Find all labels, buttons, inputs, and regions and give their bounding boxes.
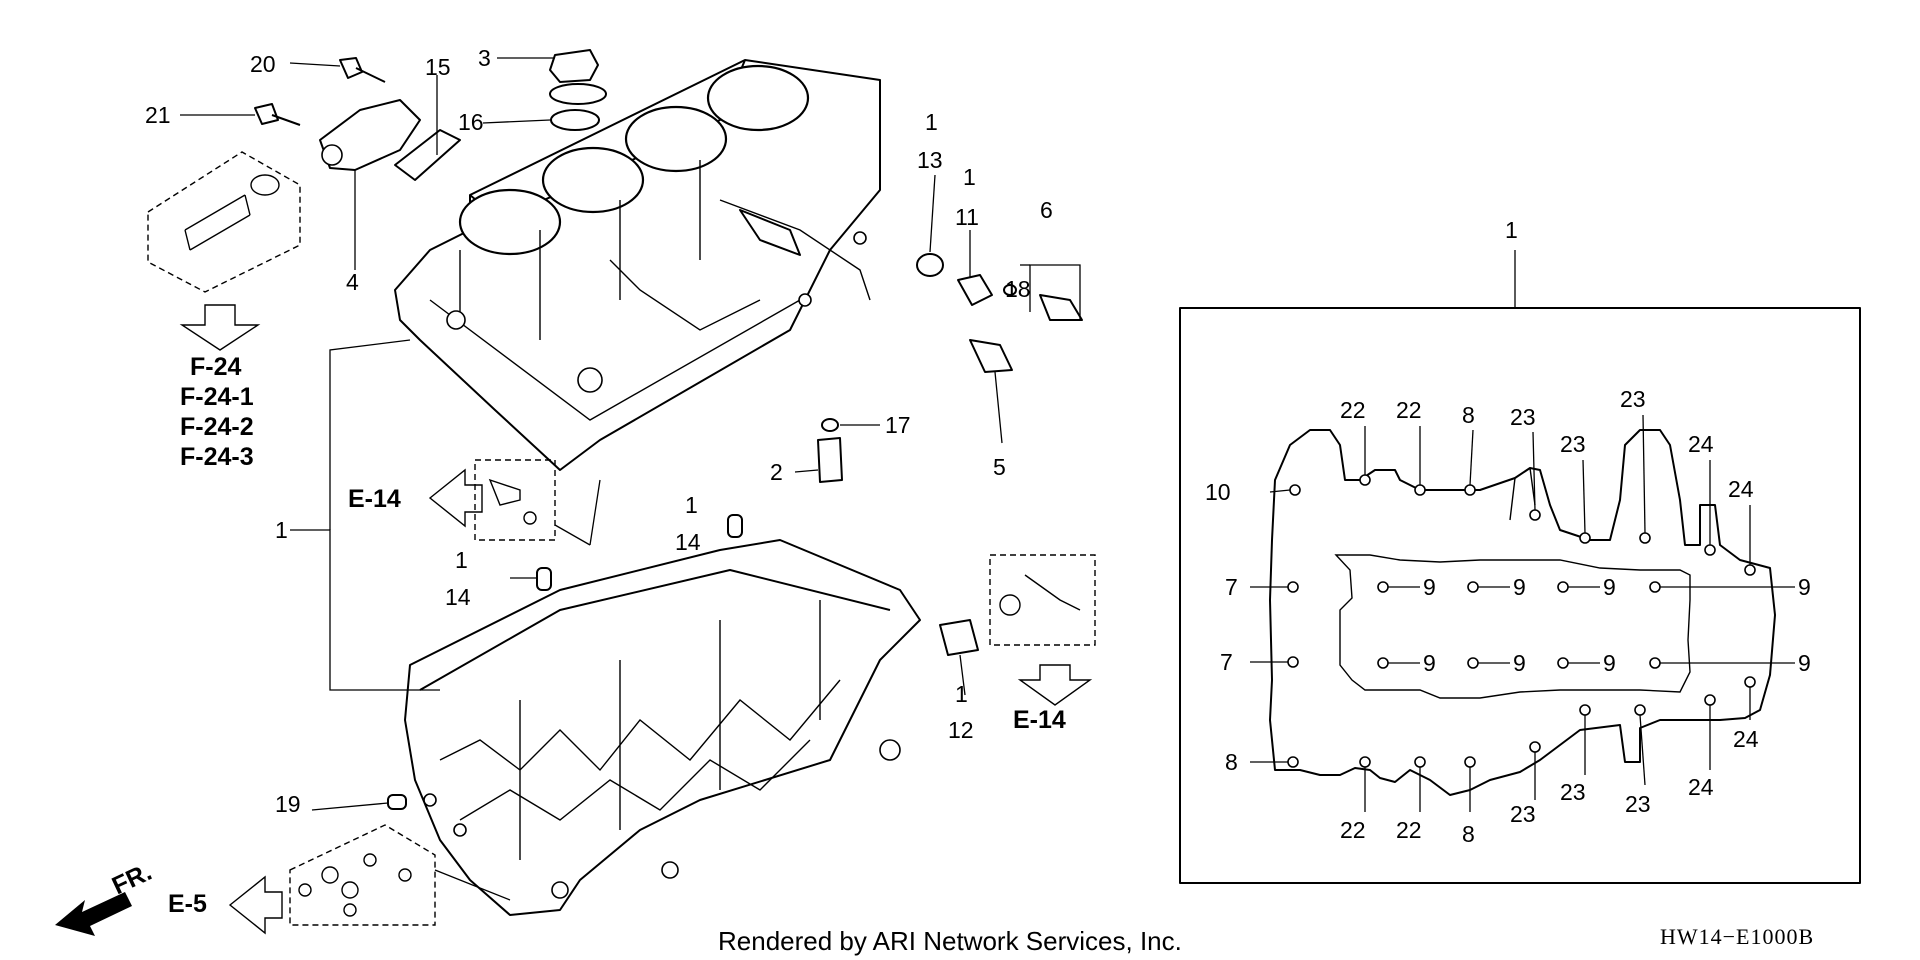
gasket-label-24-bot-b: 24 [1733,726,1759,752]
callout-6: 6 [1040,197,1053,223]
cylinder-block [394,59,881,471]
gasket-labels: 22 22 8 23 23 23 24 24 10 7 7 8 9 9 9 9 … [1205,386,1811,847]
gasket-label-22-top-a: 22 [1340,397,1366,423]
callout-16: 16 [458,109,484,135]
callout-11: 11 [955,204,979,230]
gasket-label-23-bot-c: 23 [1625,791,1651,817]
gasket-label-9-r1-b: 9 [1513,574,1526,600]
gasket-label-24-top-a: 24 [1688,431,1714,457]
callout-2: 2 [770,459,783,485]
gasket-label-24-bot-a: 24 [1688,774,1714,800]
gasket-bolt-holes [1287,474,1756,768]
arrow-left-e14-icon [428,468,483,528]
direction-arrows [55,304,1093,936]
lower-crankcase [404,539,921,916]
ref-e14-left: E-14 [348,485,401,513]
gasket-panel-frame [1179,307,1861,884]
gasket-label-22-bot-a: 22 [1340,817,1366,843]
callout-4: 4 [346,269,359,295]
reference-codes: F-24 F-24-1 F-24-2 F-24-3 E-14 E-14 E-5 … [108,353,1066,918]
rendered-by-credit: Rendered by ARI Network Services, Inc. [718,926,1182,956]
gasket-label-8-top: 8 [1462,402,1475,428]
gasket-label-10: 10 [1205,479,1231,505]
arrow-down-f24-icon [179,304,261,351]
gasket-label-9-r2-a: 9 [1423,650,1436,676]
arrow-left-e5-icon [228,875,283,935]
callout-14-a: 14 [675,529,701,555]
ref-e5: E-5 [168,890,207,918]
ref-f24-3: F-24-3 [180,443,254,471]
callout-21: 21 [145,102,171,128]
gasket-label-8-left: 8 [1225,749,1238,775]
callout-18: 18 [1005,276,1031,302]
gasket-label-7-a: 7 [1225,574,1238,600]
callout-12: 12 [948,717,974,743]
callout-5: 5 [993,454,1006,480]
callout-20: 20 [250,51,276,77]
callout-1-b: 1 [963,164,976,190]
gasket-label-23-bot-a: 23 [1510,801,1536,827]
ref-f24-1: F-24-1 [180,383,254,411]
gasket-outline [1269,429,1776,796]
ref-f24-2: F-24-2 [180,413,254,441]
callout-15: 15 [425,54,451,80]
gasket-label-23-top-c: 23 [1620,386,1646,412]
callout-1-e: 1 [955,681,968,707]
gasket-label-22-bot-b: 22 [1396,817,1422,843]
gasket-label-23-bot-b: 23 [1560,779,1586,805]
callout-19: 19 [275,791,301,817]
callout-3: 3 [478,45,491,71]
callouts: 20 21 3 15 16 4 1 13 1 11 6 18 5 17 2 1 … [145,45,1518,817]
gasket-label-24-top-b: 24 [1728,476,1754,502]
gasket-label-8-bot: 8 [1462,821,1475,847]
arrow-down-e14-icon [1017,664,1093,706]
front-label: FR. [108,858,156,900]
callout-13: 13 [917,147,943,173]
gasket-label-22-top-b: 22 [1396,397,1422,423]
callout-1-f: 1 [275,517,288,543]
gasket-label-7-b: 7 [1220,649,1233,675]
callout-1-c: 1 [685,492,698,518]
callout-14-b: 14 [445,584,471,610]
gasket-label-9-r1-c: 9 [1603,574,1616,600]
ref-f24: F-24 [190,353,242,381]
callout-1-a: 1 [925,109,938,135]
leader-lines [180,57,1516,901]
ref-e14-right: E-14 [1013,706,1066,734]
callout-1-d: 1 [455,547,468,573]
gasket-label-23-top-a: 23 [1510,404,1536,430]
front-arrow-icon [55,892,132,936]
gasket-label-9-r1-a: 9 [1423,574,1436,600]
gasket-panel [1179,307,1861,884]
gasket-leaders [1250,414,1795,812]
callout-1-panel: 1 [1505,217,1518,243]
small-parts [254,49,1083,810]
gasket-label-23-top-b: 23 [1560,431,1586,457]
gasket-label-9-r2-c: 9 [1603,650,1616,676]
callout-17: 17 [885,412,911,438]
diagram-code: HW14−E1000B [1660,924,1814,949]
dashed-ref-boxes [147,151,1096,926]
gasket-label-9-r2-b: 9 [1513,650,1526,676]
gasket-label-9-r1-d: 9 [1798,574,1811,600]
gasket-label-9-r2-d: 9 [1798,650,1811,676]
